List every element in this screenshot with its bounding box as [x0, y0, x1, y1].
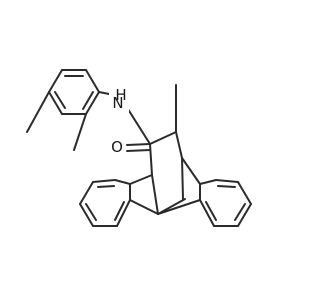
molecule-structure-drawing: H N O [26, 69, 252, 227]
methyl-bond-ortho [73, 113, 87, 151]
n-aryl-bond [98, 91, 110, 95]
left-benzo-ring [79, 179, 131, 227]
nitrogen-label: N [112, 94, 123, 112]
carbonyl-double-bond-b [126, 149, 151, 152]
n-carbonyl-bond [125, 105, 151, 145]
dimethylphenyl-ring [48, 69, 100, 115]
bicyclic-bridge [129, 84, 201, 215]
hydrogen-label: H [115, 86, 126, 104]
carbonyl-double-bond-a [126, 143, 151, 146]
methyl-bond-meta [26, 91, 50, 133]
oxygen-label: O [111, 138, 123, 156]
right-benzo-ring [199, 179, 252, 227]
